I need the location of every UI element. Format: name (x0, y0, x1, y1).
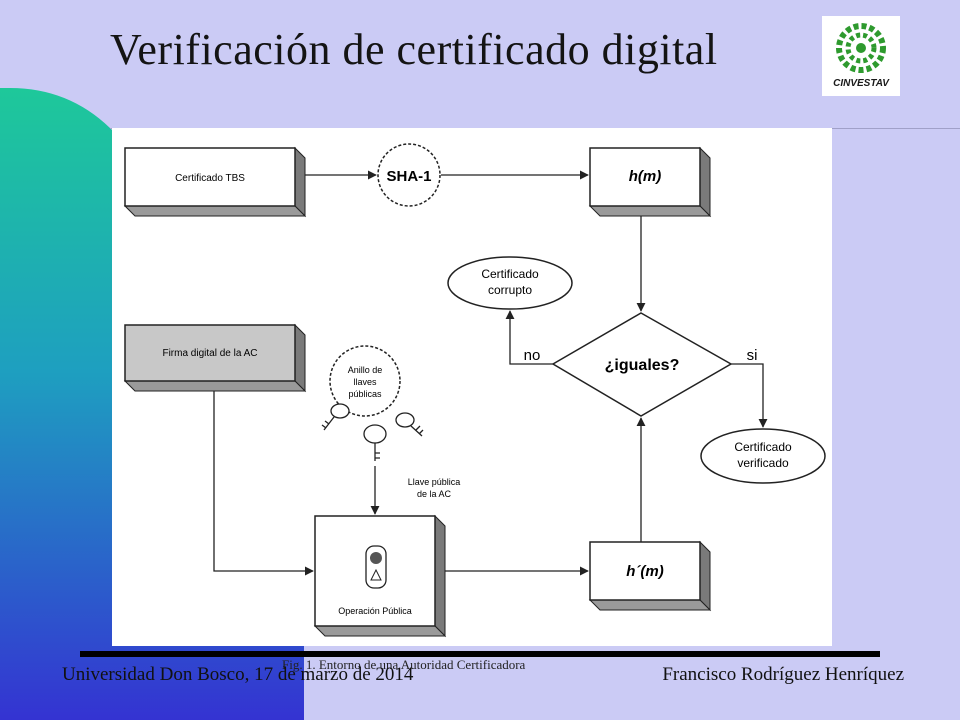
yes-label: si (747, 347, 758, 364)
cert-verified-node: Certificado verificado (700, 428, 826, 484)
public-op-label: Operación Pública (338, 606, 412, 616)
arrow-decision-to-verified (731, 363, 768, 428)
slide-title: Verificación de certificado digital (110, 25, 718, 74)
flow-arrows (213, 170, 768, 576)
ring-label-3: públicas (348, 389, 382, 399)
equal-decision-node: ¿iguales? (551, 312, 733, 417)
sha1-label: SHA-1 (386, 168, 431, 185)
verified-label-1: Certificado (734, 440, 792, 454)
cert-tbs-label: Certificado TBS (175, 173, 245, 184)
sha1-node: SHA-1 (377, 143, 441, 207)
footer-institution-date: Universidad Don Bosco, 17 de marzo de 20… (62, 664, 414, 685)
corrupt-label-2: corrupto (488, 283, 532, 297)
ring-label-1: Anillo de (348, 365, 383, 375)
ring-label-2: llaves (353, 377, 377, 387)
verification-diagram: Certificado TBS SHA-1 h(m) Certificado c… (123, 143, 826, 638)
logo-emblem-icon (836, 23, 886, 73)
signature-label: Firma digital de la AC (162, 348, 257, 359)
signature-box: Firma digital de la AC (123, 323, 307, 393)
hpm-label: h´(m) (626, 563, 664, 580)
pubkey-label-2: de la AC (417, 489, 452, 499)
hm-label: h(m) (629, 168, 662, 185)
no-label: no (524, 347, 541, 364)
verified-label-2: verificado (737, 456, 789, 470)
arrow-decision-to-corrupt (505, 310, 553, 365)
public-operation-box: Operación Pública (313, 514, 447, 638)
footer-bar (80, 651, 880, 657)
key-left-icon (330, 403, 350, 419)
cert-corrupt-node: Certificado corrupto (447, 256, 573, 310)
cert-tbs-box: Certificado TBS (123, 146, 307, 218)
key-icons (321, 403, 424, 461)
hm-box: h(m) (588, 146, 712, 218)
lock-icon (365, 545, 387, 589)
cinvestav-logo: CINVESTAV (822, 16, 900, 96)
hpm-box: h´(m) (588, 540, 712, 612)
keyring-node: Anillo de llaves públicas (329, 345, 401, 417)
figure-caption: Fig. 1. Entorno de una Autoridad Certifi… (282, 657, 526, 672)
equal-question-label: ¿iguales? (605, 357, 680, 374)
key-right-icon (395, 412, 415, 428)
logo-text: CINVESTAV (833, 78, 889, 89)
pubkey-label-1: Llave pública (408, 477, 461, 487)
arrow-signature-to-operation (213, 391, 314, 576)
footer-author: Francisco Rodríguez Henríquez (662, 664, 904, 685)
key-center-icon (363, 424, 387, 444)
corrupt-label-1: Certificado (481, 267, 539, 281)
diagram-panel: Certificado TBS SHA-1 h(m) Certificado c… (112, 128, 832, 646)
